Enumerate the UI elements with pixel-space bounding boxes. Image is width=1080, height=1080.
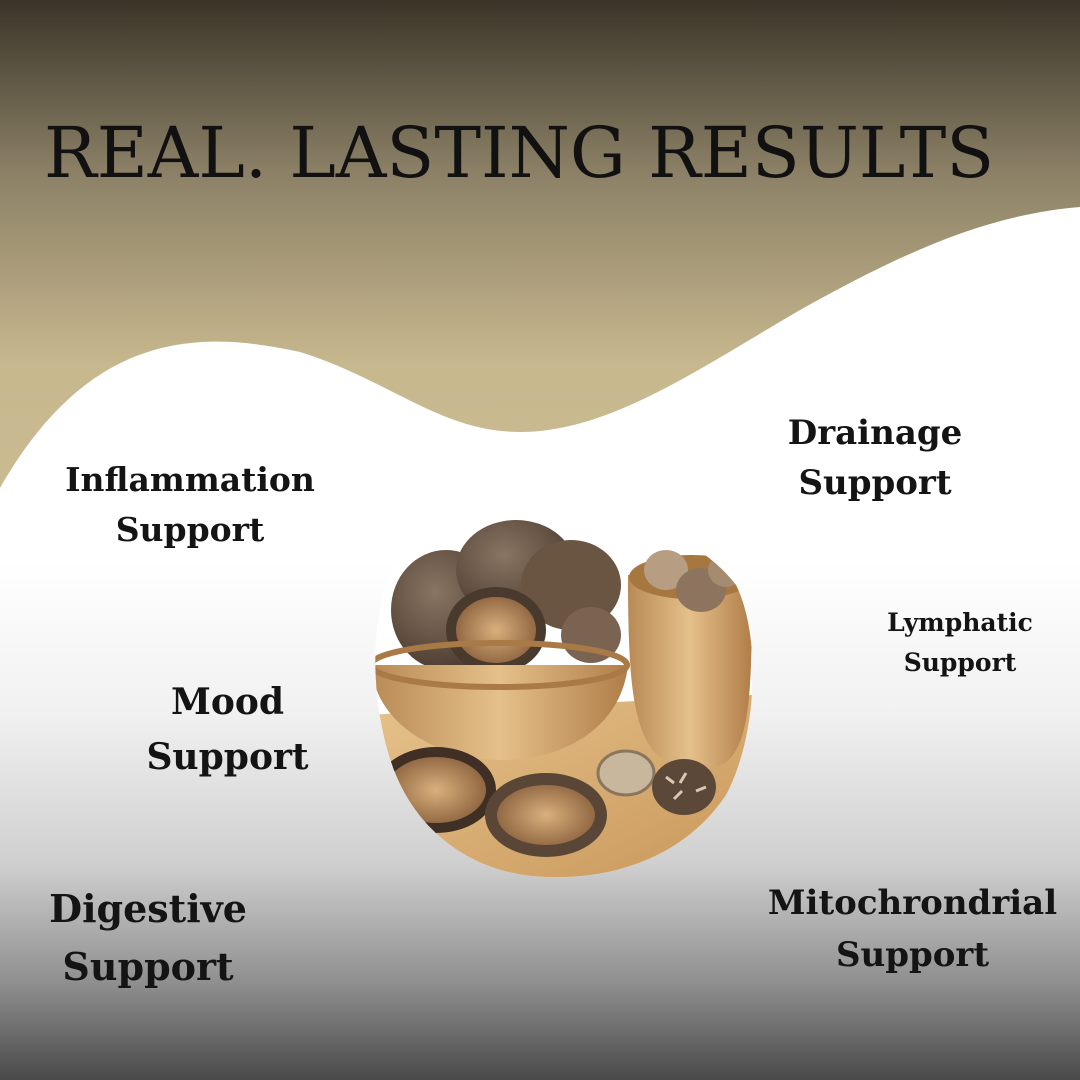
benefit-mitochondrial-line2: Support	[835, 935, 990, 975]
benefit-lymphatic-line1: Lymphatic	[887, 608, 1033, 637]
benefit-drainage-line2: Support	[798, 463, 952, 503]
benefit-inflammation-line1: Inflammation	[65, 460, 315, 499]
benefit-drainage-line1: Drainage	[787, 413, 963, 453]
banner-wave-shape	[0, 0, 1080, 488]
benefit-inflammation-line2: Support	[115, 510, 265, 549]
benefit-digestive-line1: Digestive	[49, 886, 247, 931]
benefit-lymphatic-line2: Support	[903, 648, 1017, 677]
benefit-inflammation: Inflammation Support	[40, 455, 340, 555]
mushroom-bowls-image	[375, 515, 752, 878]
benefit-digestive: Digestive Support	[28, 880, 268, 996]
benefit-mitochondrial: Mitochrondrial Support	[760, 877, 1065, 981]
benefit-drainage: Drainage Support	[770, 408, 980, 508]
benefit-mood: Mood Support	[120, 675, 335, 785]
benefit-mood-line1: Mood	[170, 681, 285, 723]
benefit-digestive-line2: Support	[62, 944, 234, 989]
benefit-mitochondrial-line1: Mitochrondrial	[767, 883, 1058, 923]
benefit-mood-line2: Support	[146, 736, 309, 778]
page-title: REAL. LASTING RESULTS	[44, 112, 995, 194]
benefit-lymphatic: Lymphatic Support	[870, 603, 1050, 683]
